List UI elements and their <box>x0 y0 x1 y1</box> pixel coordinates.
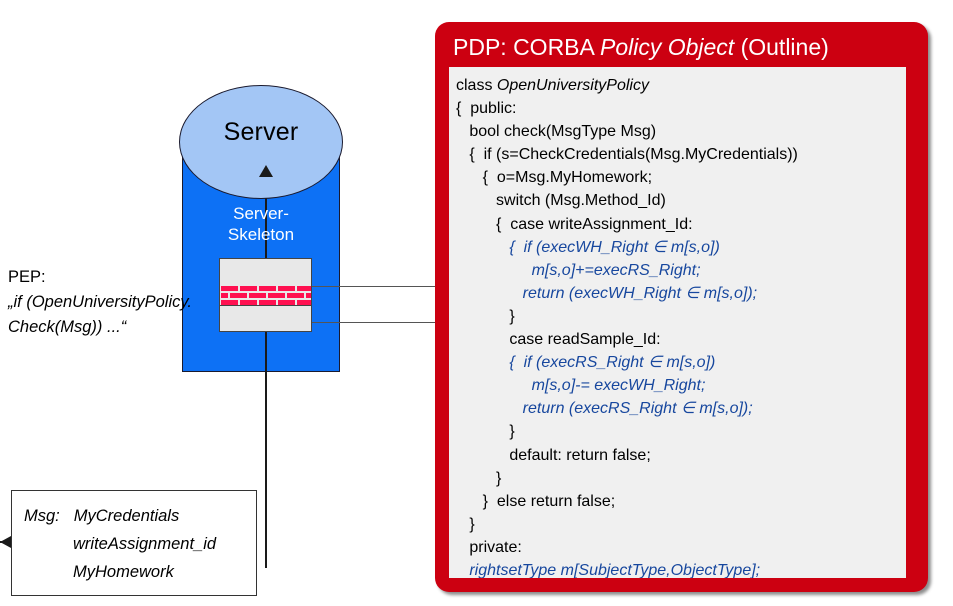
message-box: Msg: MyCredentials writeAssignment_id MyH… <box>11 490 257 596</box>
code-line-3: { if (s=CheckCredentials(Msg.MyCredentia… <box>456 146 798 164</box>
code-line-7: { if (execWH_Right ∈ m[s,o]) <box>456 238 720 256</box>
code-line-0-identifier: OpenUniversityPolicy <box>496 77 649 94</box>
brick <box>287 293 304 298</box>
firewall-brick-icon <box>219 284 312 306</box>
code-line-9: return (execWH_Right ∈ m[s,o]); <box>456 284 758 302</box>
brick <box>221 286 238 291</box>
brick <box>306 293 311 298</box>
message-flow-arrow-head <box>259 165 273 177</box>
brick <box>259 300 276 305</box>
pdp-code-listing: class OpenUniversityPolicy { public: bool… <box>449 67 906 578</box>
brick <box>297 286 311 291</box>
pep-block-upper-half <box>219 258 312 285</box>
code-line-16: default: return false; <box>456 446 651 464</box>
code-line-14: return (execRS_Right ∈ m[s,o]); <box>456 400 753 418</box>
code-line-17: } <box>456 469 502 487</box>
pdp-title-part-1: Policy Object <box>599 34 735 60</box>
code-line-0: class OpenUniversityPolicy <box>456 74 906 97</box>
code-line-19: } <box>456 515 475 533</box>
brick-row-1 <box>221 293 311 298</box>
message-value-0: MyCredentials <box>73 507 180 525</box>
code-line-13: m[s,o]-= execWH_Right; <box>456 377 706 395</box>
code-line-0-keyword: class <box>456 77 497 94</box>
brick <box>297 300 311 305</box>
brick <box>278 286 295 291</box>
code-line-5: switch (Msg.Method_Id) <box>456 192 666 210</box>
message-value-2: MyHomework <box>73 563 174 581</box>
code-line-11: case readSample_Id: <box>456 331 661 349</box>
brick <box>259 286 276 291</box>
brick <box>221 300 238 305</box>
brick <box>278 300 295 305</box>
server-cylinder-top: Server <box>179 85 343 199</box>
pep-enforcement-block <box>219 258 312 332</box>
brick-row-0 <box>221 286 311 291</box>
code-line-4: { o=Msg.MyHomework; <box>456 169 653 187</box>
incoming-message-arrow-head <box>0 536 11 548</box>
pep-annotation-text: PEP: „if (OpenUniversityPolicy. Check(Ms… <box>8 265 223 340</box>
brick <box>230 293 247 298</box>
pep-code-line-1: „if (OpenUniversityPolicy. <box>8 293 192 311</box>
brick <box>221 293 228 298</box>
code-line-6: { case writeAssignment_Id: <box>456 215 693 233</box>
server-skeleton-label: Server- Skeleton <box>182 203 340 245</box>
code-line-12: { if (execRS_Right ∈ m[s,o]) <box>456 354 716 372</box>
message-flow-arrow-shaft <box>265 118 267 568</box>
message-key-label: Msg: <box>24 507 60 525</box>
server-skeleton-label-line1: Server- <box>233 204 289 223</box>
code-line-21: rightsetType m[SubjectType,ObjectType]; <box>456 561 761 578</box>
message-contents: Msg: MyCredentials writeAssignment_id MyH… <box>24 502 216 586</box>
brick <box>240 286 257 291</box>
code-line-2: bool check(MsgType Msg) <box>456 123 657 141</box>
pdp-panel-title: PDP: CORBA Policy Object (Outline) <box>453 34 829 61</box>
brick <box>240 300 257 305</box>
pdp-policy-panel: PDP: CORBA Policy Object (Outline) class… <box>435 22 928 592</box>
server-label: Server <box>223 118 299 146</box>
pep-block-lower-half <box>219 305 312 332</box>
code-line-15: } <box>456 423 515 441</box>
code-line-1: { public: <box>456 100 517 118</box>
brick <box>268 293 285 298</box>
code-line-10: } <box>456 307 515 325</box>
pdp-title-part-2: (Outline) <box>734 34 829 60</box>
server-skeleton-label-line2: Skeleton <box>227 225 295 244</box>
message-value-1: writeAssignment_id <box>73 535 217 553</box>
brick-row-2 <box>221 300 311 305</box>
pep-code-line-2: Check(Msg)) ...“ <box>8 318 127 336</box>
brick <box>249 293 266 298</box>
pep-label: PEP: <box>8 268 46 286</box>
code-line-8: m[s,o]+=execRS_Right; <box>456 261 701 279</box>
code-line-18: } else return false; <box>456 492 616 510</box>
pdp-title-part-0: PDP: CORBA <box>453 34 600 60</box>
code-line-20: private: <box>456 538 522 556</box>
